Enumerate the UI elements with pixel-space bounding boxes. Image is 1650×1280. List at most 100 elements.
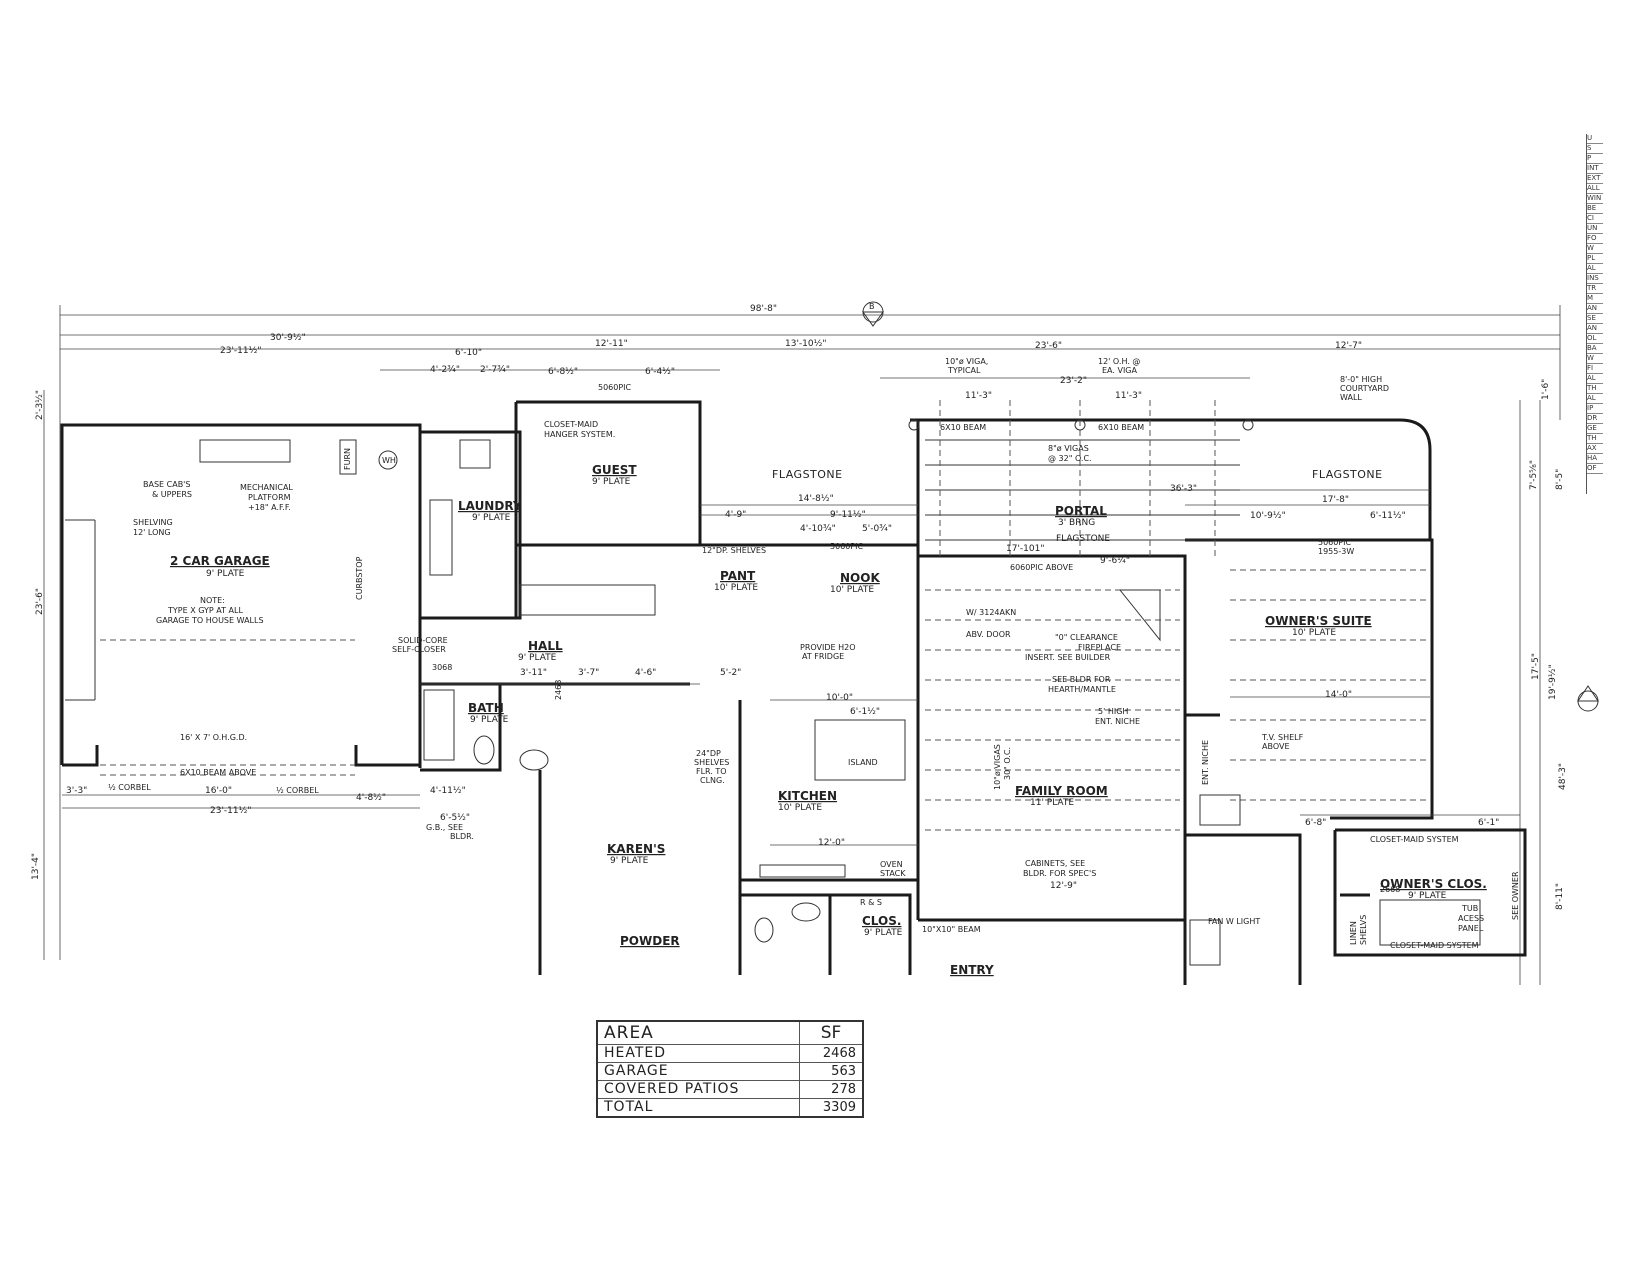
svg-text:GARAGE TO HOUSE WALLS: GARAGE TO HOUSE WALLS [156,616,264,625]
dim-garage-inner: 23'-11½" [220,346,262,356]
area-row: TOTAL 3309 [596,1098,864,1118]
title-block-cell: HA [1587,454,1603,464]
svg-text:3'-3": 3'-3" [66,786,87,796]
title-block-cell: PL [1587,254,1603,264]
svg-text:6X10 BEAM: 6X10 BEAM [940,423,986,432]
room-pantry: PANT [720,569,756,583]
title-block-cell: P [1587,154,1603,164]
svg-text:14'-8½": 14'-8½" [798,494,834,504]
svg-text:9'-6¼": 9'-6¼" [1100,556,1130,566]
title-block-cell: FO [1587,234,1603,244]
svg-text:17'-101": 17'-101" [1006,544,1045,554]
svg-text:2668: 2668 [1380,885,1400,894]
svg-text:10'-9½": 10'-9½" [1250,511,1286,521]
dim-seg-6-4: 6'-4½" [645,367,675,377]
title-block-cell: BA [1587,344,1603,354]
svg-text:PROVIDE H2O: PROVIDE H2O [800,643,856,652]
svg-text:10'-0": 10'-0" [826,693,853,703]
svg-text:6'-1": 6'-1" [1478,818,1499,828]
svg-text:19'-9½": 19'-9½" [1548,664,1558,700]
svg-text:5'-2": 5'-2" [720,668,741,678]
svg-text:BASE CAB'S: BASE CAB'S [143,480,190,489]
svg-text:11' PLATE: 11' PLATE [1030,798,1074,808]
svg-text:5' HIGH: 5' HIGH [1098,707,1128,716]
svg-text:@ 32" O.C.: @ 32" O.C. [1048,454,1092,463]
title-block-cell: OF [1587,464,1603,474]
svg-text:½ CORBEL: ½ CORBEL [276,786,319,795]
dim-11-3-right: 11'-3" [1115,391,1142,401]
title-block-cell: CI [1587,214,1603,224]
svg-text:36'-3": 36'-3" [1170,484,1197,494]
title-block-cell: TH [1587,384,1603,394]
svg-text:5060PIC: 5060PIC [830,542,864,551]
svg-text:13'-4": 13'-4" [31,853,41,880]
svg-text:14'-0": 14'-0" [1325,690,1352,700]
svg-text:+18" A.F.F.: +18" A.F.F. [248,503,291,512]
svg-text:6'-1½": 6'-1½" [850,707,880,717]
svg-text:12"DP. SHELVES: 12"DP. SHELVES [702,546,766,555]
svg-text:OVEN: OVEN [880,860,903,869]
title-block-cell: WIN [1587,194,1603,204]
svg-text:2'-3½": 2'-3½" [35,390,45,420]
title-block-cell: W [1587,354,1603,364]
svg-text:CABINETS, SEE: CABINETS, SEE [1025,859,1085,868]
svg-text:30" O.C.: 30" O.C. [1003,747,1012,780]
dim-seg-2-7: 2'-7¾" [480,365,510,375]
svg-text:5'-0¾": 5'-0¾" [862,524,892,534]
title-block-cell: M [1587,294,1603,304]
svg-text:EA. VIGA: EA. VIGA [1102,366,1138,375]
svg-text:INSERT. SEE BUILDER: INSERT. SEE BUILDER [1025,653,1111,662]
svg-text:FLR. TO: FLR. TO [696,767,727,776]
section-marker-top: B [862,301,884,327]
svg-text:BLDR. FOR SPEC'S: BLDR. FOR SPEC'S [1023,869,1096,878]
svg-text:ACESS: ACESS [1458,914,1484,923]
svg-text:PANEL: PANEL [1458,924,1484,933]
dim-overall-total: 98'-8" [750,304,777,314]
svg-text:SHELVS: SHELVS [1359,915,1368,945]
title-block-cell: AL [1587,394,1603,404]
right-dimensions: 17'-5" 48'-3" 19'-9½" 8'-11" 7'-5⅝" 8'-5… [1519,379,1568,985]
room-karens: KAREN'S [607,842,665,856]
title-block-cell: DR [1587,414,1603,424]
svg-text:4'-9": 4'-9" [725,510,746,520]
room-laundry: LAUNDRY [458,499,522,513]
svg-text:SOLID-CORE: SOLID-CORE [398,636,448,645]
svg-text:B: B [869,302,875,311]
svg-text:6X10 BEAM ABOVE: 6X10 BEAM ABOVE [180,768,256,777]
svg-text:COURTYARD: COURTYARD [1340,384,1389,393]
svg-text:1955-3W: 1955-3W [1318,547,1354,556]
svg-text:R & S: R & S [860,898,882,907]
svg-text:CLOSET-MAID SYSTEM: CLOSET-MAID SYSTEM [1370,835,1459,844]
room-portal: PORTAL [1055,504,1107,518]
svg-text:17'-5": 17'-5" [1531,653,1541,680]
svg-text:W/ 3124AKN: W/ 3124AKN [966,608,1016,617]
svg-text:3068: 3068 [432,663,452,672]
svg-text:3'-7": 3'-7" [578,668,599,678]
title-block-cell: ALL [1587,184,1603,194]
svg-text:ENT. NICHE: ENT. NICHE [1201,740,1210,785]
svg-text:SELF-CLOSER: SELF-CLOSER [392,645,446,654]
room-kitchen: KITCHEN [778,789,837,803]
dim-seg-12-7: 12'-7" [1335,341,1362,351]
title-block-cell: OL [1587,334,1603,344]
area-row: GARAGE 563 [596,1062,864,1081]
svg-text:10' PLATE: 10' PLATE [830,585,874,595]
svg-text:9' PLATE: 9' PLATE [610,856,649,866]
garage-overhead [65,439,355,776]
svg-text:23'-11½": 23'-11½" [210,806,252,816]
svg-text:10' PLATE: 10' PLATE [714,583,758,593]
title-block-cell: S [1587,144,1603,154]
svg-text:FIREPLACE: FIREPLACE [1078,643,1121,652]
svg-text:6060PIC ABOVE: 6060PIC ABOVE [1010,563,1073,572]
kitchen-island: ISLAND [848,758,878,767]
plan-notes: BASE CAB'S & UPPERS MECHANICAL PLATFORM … [108,357,1520,950]
svg-text:FAN W LIGHT: FAN W LIGHT [1208,917,1260,926]
svg-text:"0" CLEARANCE: "0" CLEARANCE [1055,633,1118,642]
svg-text:6X10 BEAM: 6X10 BEAM [1098,423,1144,432]
svg-text:12' LONG: 12' LONG [133,528,171,537]
ceiling-vigas [925,569,1430,831]
title-block-cell: AN [1587,304,1603,314]
svg-text:G.B., SEE: G.B., SEE [426,823,463,832]
